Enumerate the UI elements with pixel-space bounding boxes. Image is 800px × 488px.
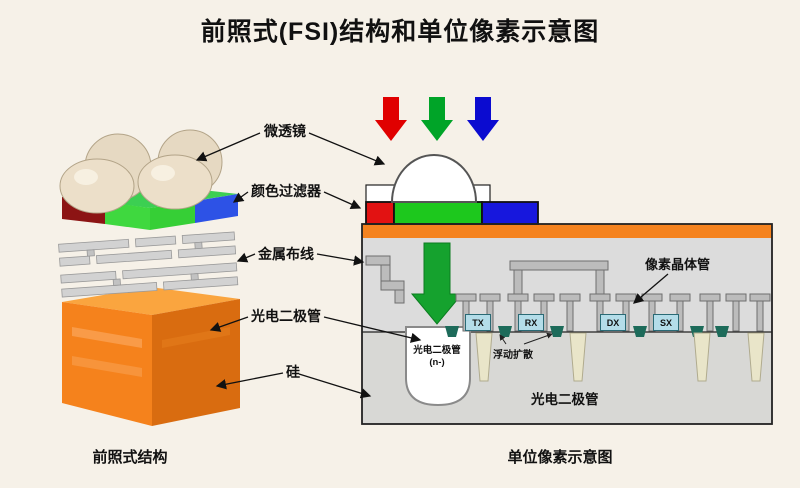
microlens-pointer-left xyxy=(195,132,261,162)
microlens-array xyxy=(59,129,223,214)
photodiode-well-label-line1: 光电二极管 xyxy=(413,345,461,356)
transistor-tx-label: TX xyxy=(472,317,484,328)
diffusion-marks xyxy=(445,326,729,337)
metal-wiring-layers xyxy=(58,231,239,298)
filter-blue xyxy=(481,201,539,225)
microlens-dome xyxy=(390,154,478,203)
callout-silicon: 硅 xyxy=(286,364,300,380)
photodiode-region-label: 光电二极管 xyxy=(531,392,599,407)
photodiode-pointer-left xyxy=(209,316,249,332)
left-caption: 前照式结构 xyxy=(92,449,168,466)
blue-light-arrow-icon xyxy=(467,97,499,141)
pixel-transistor-pointer xyxy=(633,273,669,304)
filter-red xyxy=(365,201,395,225)
transistor-dx: DX xyxy=(600,314,626,331)
floating-diffusion-pointer-left xyxy=(499,334,507,345)
transistor-tx: TX xyxy=(465,314,491,331)
color-filter-pointer-left xyxy=(232,191,249,203)
floating-diffusion-pointer-right xyxy=(523,332,553,345)
transistor-sx-label: SX xyxy=(659,317,672,328)
photodiode-well-label-line2: (n-) xyxy=(429,356,445,368)
page-title: 前照式(FSI)结构和单位像素示意图 xyxy=(200,18,600,46)
implant-wells xyxy=(475,332,765,382)
microlens-pointer-right xyxy=(308,132,386,166)
transistor-sx: SX xyxy=(653,314,679,331)
transistor-rx-label: RX xyxy=(524,317,538,328)
callout-color-filter: 颜色过滤器 xyxy=(251,183,321,199)
color-filter-pointer-right xyxy=(323,191,362,210)
orange-layer xyxy=(362,224,772,238)
metal-wiring-step xyxy=(365,255,405,304)
photodiode-well-label: 光电二极管 (n-) xyxy=(404,345,470,369)
callout-photodiode: 光电二极管 xyxy=(251,308,321,324)
silicon-block xyxy=(62,287,240,426)
silicon-pointer-left xyxy=(215,372,284,390)
cross-section xyxy=(361,97,773,425)
filter-green xyxy=(393,201,483,225)
callout-lines xyxy=(195,132,422,399)
silicon-pointer-right xyxy=(298,373,372,399)
metal-wiring-pointer-left xyxy=(236,252,256,263)
pixel-transistor-label: 像素晶体管 xyxy=(645,257,711,272)
transistor-dx-label: DX xyxy=(606,317,620,328)
transistor-rx: RX xyxy=(518,314,544,331)
floating-diffusion-label: 浮动扩散 xyxy=(493,350,533,361)
photodiode-pointer-right xyxy=(323,316,422,343)
right-caption: 单位像素示意图 xyxy=(507,449,613,466)
cross-section-border xyxy=(361,223,773,425)
callout-metal-wiring: 金属布线 xyxy=(258,246,314,262)
photodiode-well xyxy=(405,326,471,407)
red-light-arrow-icon xyxy=(375,97,407,141)
callout-microlens: 微透镜 xyxy=(264,123,306,139)
photon-path-arrow-icon xyxy=(410,242,464,325)
metal-wiring-pointer-right xyxy=(316,253,365,266)
incident-light-arrows xyxy=(375,97,499,141)
green-light-arrow-icon xyxy=(421,97,453,141)
